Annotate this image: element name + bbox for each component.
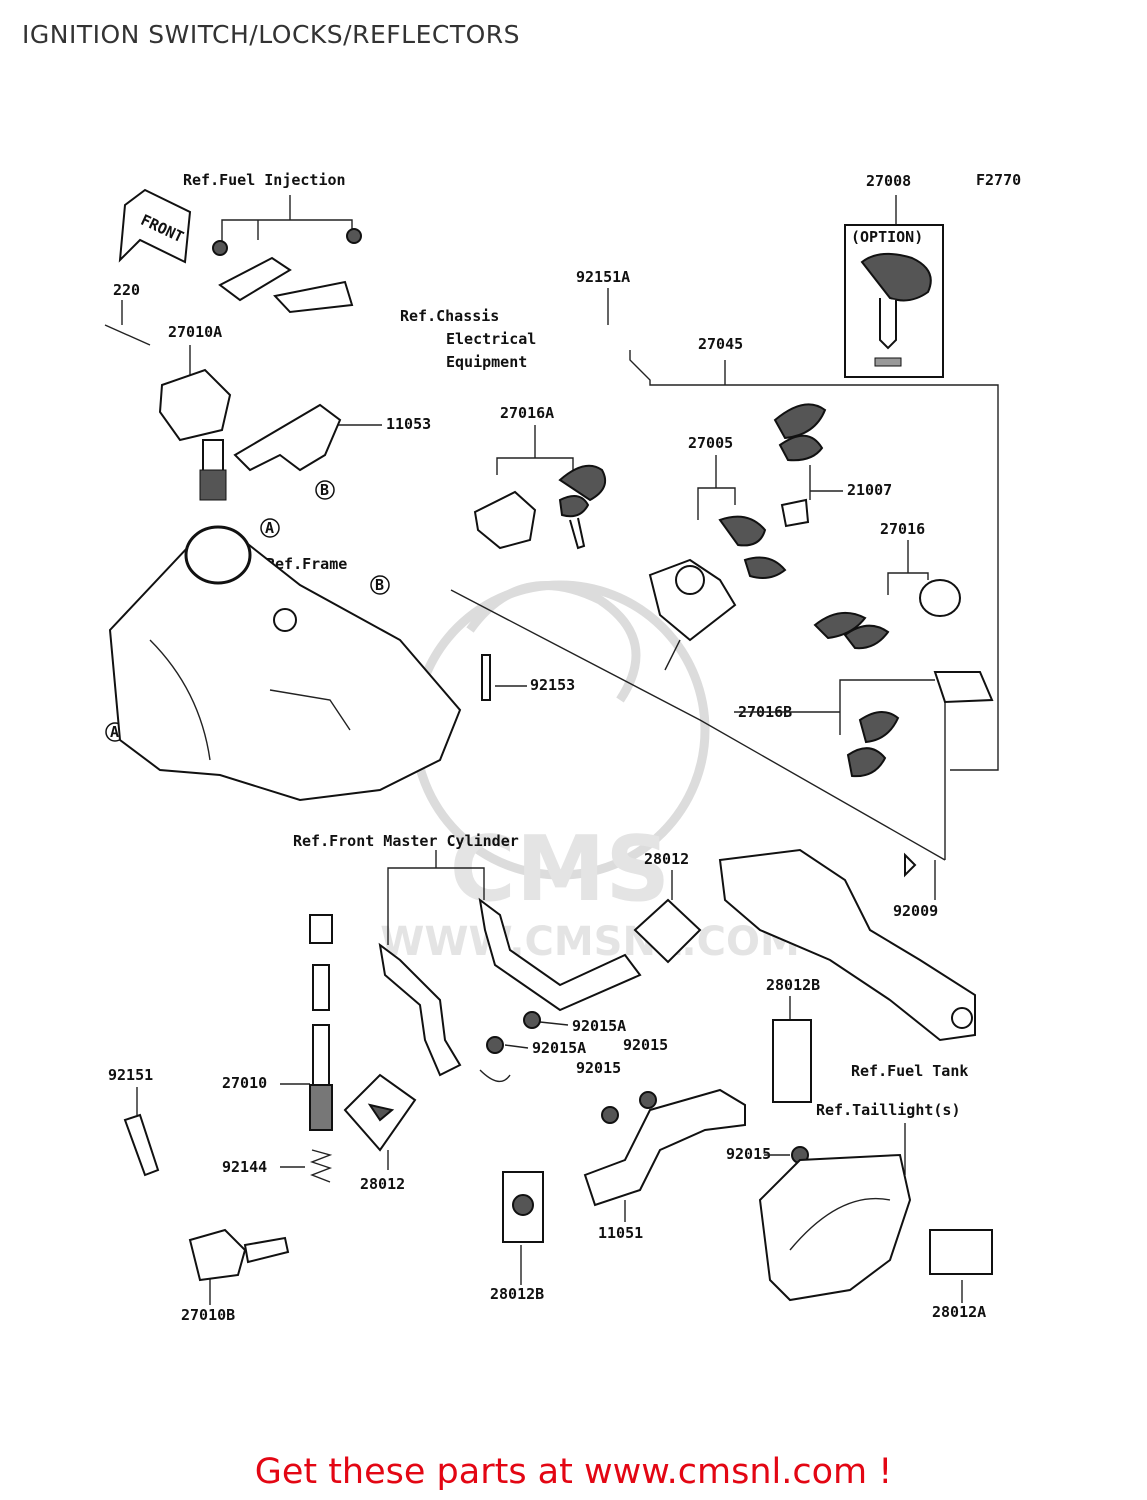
bracket-11053 [233,403,342,472]
stop-switch-27010 [309,914,333,1183]
ref-taillight: Ref.Taillight(s) [816,1101,961,1119]
part-21007: 21007 [847,481,892,499]
part-92151a: 92151A [576,268,630,286]
part-28012-top: 28012 [644,850,689,868]
option-key-box: (OPTION) [844,224,944,378]
svg-text:B: B [320,481,329,499]
ref-chassis-line2: Electrical [446,330,536,348]
ref-frame: Ref.Frame [266,555,347,573]
part-92015-1: 92015 [623,1036,668,1054]
taillight-plate [758,1153,912,1302]
part-27010: 27010 [222,1074,267,1092]
part-11053: 11053 [386,415,431,433]
option-label: (OPTION) [851,228,923,246]
reflector-28012-mid [343,1073,417,1152]
part-92144: 92144 [222,1158,267,1176]
shop-link[interactable]: Get these parts at www.cmsnl.com ! [254,1452,893,1492]
part-92009: 92009 [893,902,938,920]
ref-chassis-line3: Equipment [446,353,527,371]
reflector-28012b-right [772,1019,812,1103]
part-28012b-bottom: 28012B [490,1285,544,1303]
ref-chassis-line1: Ref.Chassis [400,307,499,325]
part-27010a: 27010A [168,323,222,341]
frame-reference [108,525,462,802]
part-28012-mid: 28012 [360,1175,405,1193]
reflector-28012a [929,1229,993,1275]
page-title: IGNITION SWITCH/LOCKS/REFLECTORS [22,20,521,49]
callout-a-1: A [260,518,280,538]
fuel-injection-sensor [212,228,362,314]
part-92015a-1: 92015A [572,1017,626,1035]
exploded-parts-diagram: CMS WWW.CMSNL.COM FRONT F2770 Ref.Fuel I… [104,171,1021,1324]
part-92151: 92151 [108,1066,153,1084]
diagram-code: F2770 [976,171,1021,189]
part-92015a-2: 92015A [532,1039,586,1057]
callout-b-2: B [370,575,390,595]
part-92015-3: 92015 [726,1145,771,1163]
lock-set-27016a [473,464,606,701]
svg-text:A: A [265,519,274,537]
reflector-28012-top [633,898,702,964]
part-27005: 27005 [688,434,733,452]
part-27008: 27008 [866,172,911,190]
switch-27010b [123,1113,290,1282]
part-220: 220 [113,281,140,299]
master-cylinder-brackets [378,897,642,1083]
leader-lines [121,195,999,1305]
callout-b-1: B [315,480,335,500]
svg-text:B: B [375,576,384,594]
part-11051: 11051 [598,1224,643,1242]
part-27010b: 27010B [181,1306,235,1324]
ref-front-master-cylinder: Ref.Front Master Cylinder [293,832,519,850]
lock-set-27016 [813,579,961,650]
ref-fuel-injection: Ref.Fuel Injection [183,171,346,189]
lock-set-27016b [846,671,994,778]
reflector-28012b-bottom [502,1171,544,1243]
sensor-unit-27010a [104,324,232,501]
part-27045: 27045 [698,335,743,353]
front-arrow-icon: FRONT [118,188,192,264]
ignition-switch-27005 [648,515,787,671]
keys-21007 [773,403,827,528]
watermark-url: WWW.CMSNL.COM [380,919,800,965]
part-28012a: 28012A [932,1303,986,1321]
ref-fuel-tank: Ref.Fuel Tank [851,1062,968,1080]
part-92015-2: 92015 [576,1059,621,1077]
svg-text:A: A [110,723,119,741]
part-28012b-right: 28012B [766,976,820,994]
bracket-11051 [583,1088,809,1207]
part-92153: 92153 [530,676,575,694]
fuel-tank-bracket [718,848,976,1042]
part-27016: 27016 [880,520,925,538]
part-27016a: 27016A [500,404,554,422]
